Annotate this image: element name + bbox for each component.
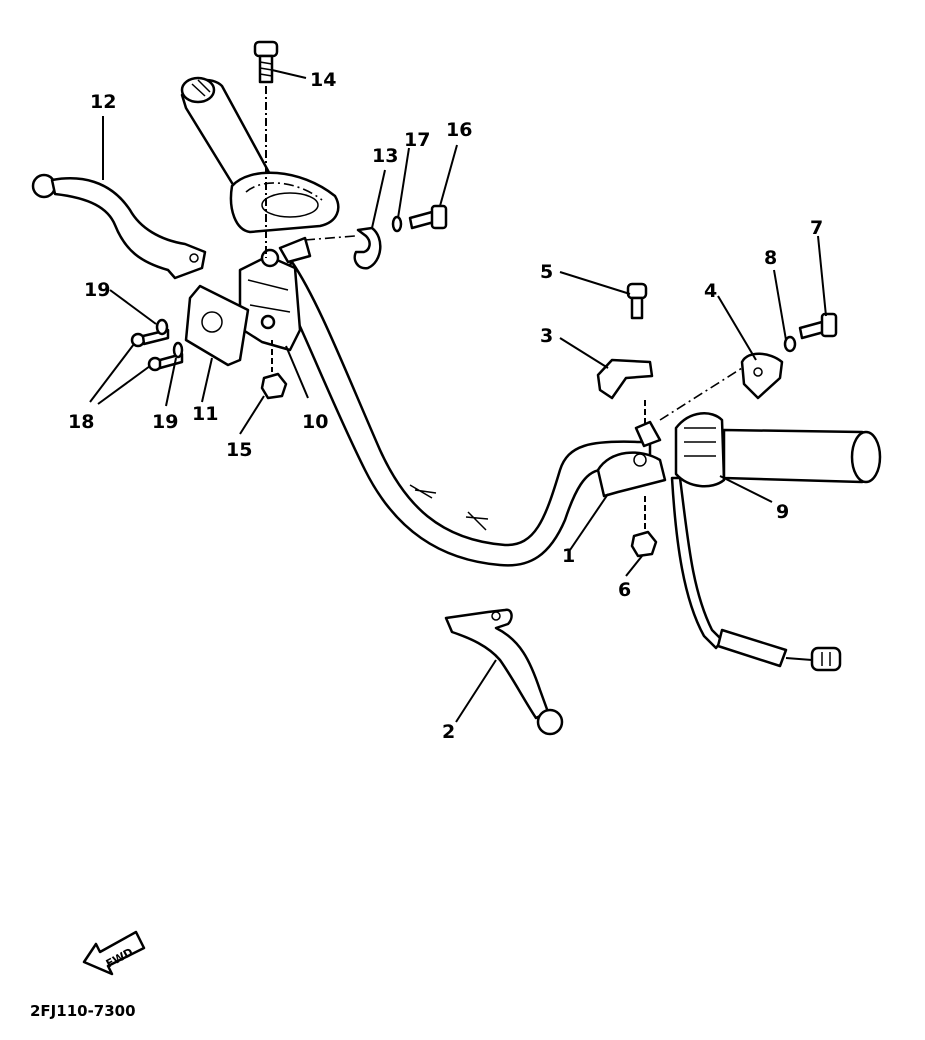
screw-14	[253, 40, 279, 258]
callout-8: 8	[764, 247, 777, 269]
callout-16: 16	[446, 119, 472, 141]
switch-cable	[670, 476, 842, 672]
throttle-cover	[229, 171, 340, 234]
callout-14: 14	[310, 69, 336, 91]
callout-7: 7	[810, 217, 823, 239]
callout-15: 15	[226, 439, 252, 461]
callout-17: 17	[404, 129, 430, 151]
washer-8	[783, 335, 797, 353]
cover-plate	[184, 284, 250, 367]
diagram-code: 2FJ110-7300	[30, 1002, 136, 1020]
fwd-arrow-icon: FWD	[82, 930, 146, 976]
callout-18: 18	[68, 411, 94, 433]
nut-15	[260, 340, 288, 400]
washer-17	[391, 215, 403, 233]
holder-4	[659, 352, 784, 421]
right-switch-grip	[674, 412, 882, 488]
bolt-5	[626, 282, 648, 320]
callout-5: 5	[540, 261, 553, 283]
callout-19-upper: 19	[84, 279, 110, 301]
brake-lever	[444, 608, 564, 736]
leader-lines	[89, 69, 827, 723]
callout-11: 11	[192, 403, 218, 425]
bracket-3	[596, 358, 654, 400]
screw-7	[798, 312, 838, 340]
clutch-lever	[31, 173, 207, 280]
callout-labels: 1 2 3 4 5 6 7 8 9 10 11 12 13 14 15 16 1…	[68, 69, 823, 743]
nut-6	[630, 530, 658, 558]
washers-19	[155, 318, 184, 359]
master-cylinder-clamp	[596, 400, 667, 530]
callout-19-lower: 19	[152, 411, 178, 433]
callout-9: 9	[776, 501, 789, 523]
callout-6: 6	[618, 579, 631, 601]
handlebar	[276, 260, 652, 567]
callout-3: 3	[540, 325, 553, 347]
callout-13: 13	[372, 145, 398, 167]
callout-2: 2	[442, 721, 455, 743]
callout-4: 4	[704, 280, 717, 302]
callout-12: 12	[90, 91, 116, 113]
callout-10: 10	[302, 411, 328, 433]
left-grip	[180, 76, 274, 198]
cable-clamp	[304, 226, 382, 270]
screw-16	[408, 204, 448, 230]
callout-1: 1	[562, 545, 575, 567]
